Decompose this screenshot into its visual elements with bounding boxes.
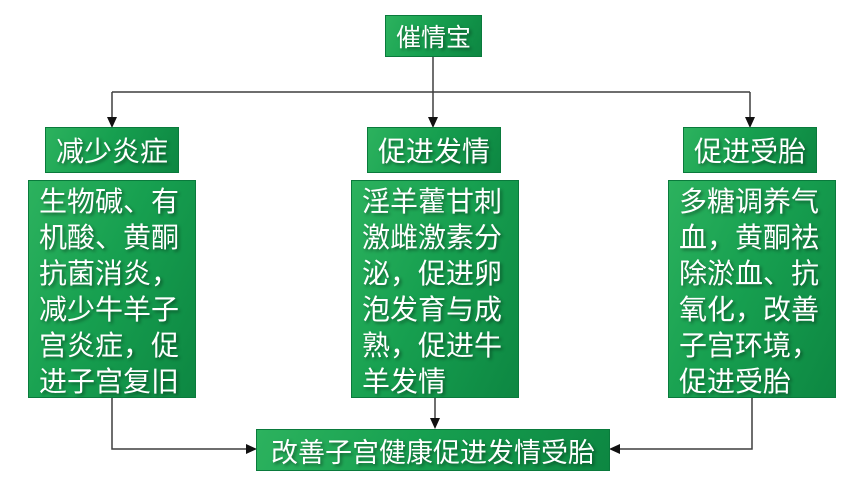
connector-right-to-outcome — [620, 392, 753, 450]
branch-desc-reduce-inflammation: 生物碱、有机酸、黄酮抗菌消炎，减少牛羊子宫炎症，促进子宫复旧 — [28, 180, 196, 398]
arrowhead-left-outcome-icon — [609, 444, 620, 454]
branch-title-reduce-inflammation: 减少炎症 — [45, 127, 179, 173]
root-node-box: 催情宝 — [385, 15, 482, 57]
branch-desc-promote-estrus: 淫羊藿甘刺激雌激素分泌，促进卵泡发育与成熟，促进牛羊发情 — [351, 180, 519, 398]
arrowhead-down-outcome-icon — [430, 418, 440, 429]
outcome-node-box: 改善子宫健康促进发情受胎 — [256, 429, 610, 471]
branch-title-promote-conception: 促进受胎 — [683, 127, 817, 173]
branch-title-promote-estrus: 促进发情 — [367, 127, 501, 173]
connector-left-to-outcome — [111, 395, 246, 450]
branch-desc-promote-conception: 多糖调养气血，黄酮祛除淤血、抗氧化，改善子宫环境，促进受胎 — [668, 180, 836, 398]
